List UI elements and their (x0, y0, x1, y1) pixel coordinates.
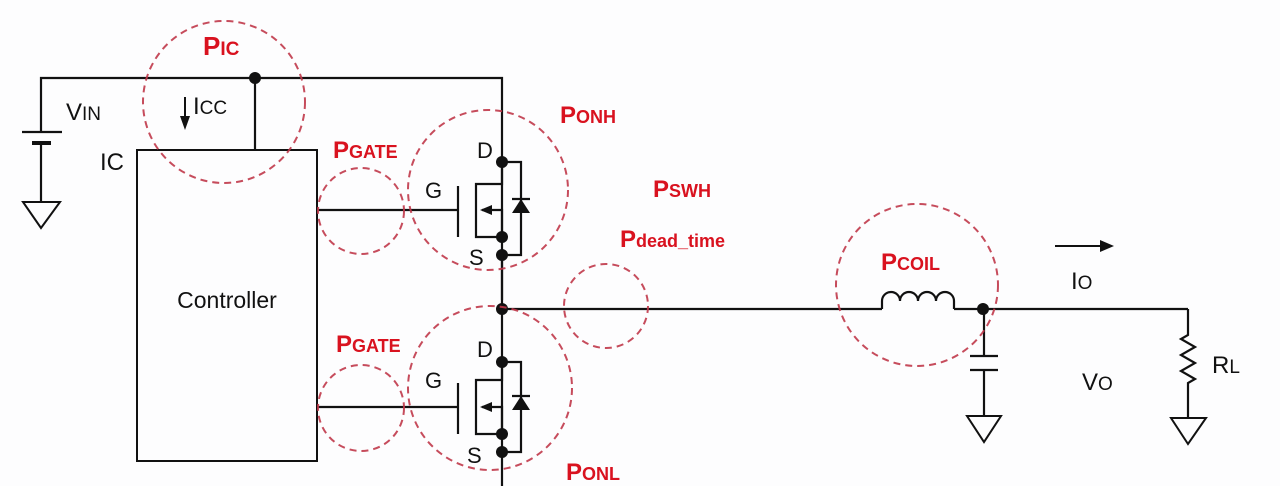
vo-label: VO (1082, 369, 1113, 396)
icc-arrow-icon (180, 116, 190, 130)
junction-dot (249, 72, 261, 84)
vin-source: VIN (21, 76, 504, 300)
high-side-mosfet: G D S (317, 138, 530, 270)
high-channel (474, 162, 504, 239)
pswh-label: PSWH (653, 176, 711, 203)
controller-ic: IC Controller ICC (100, 72, 318, 462)
pgate-low-label: PGATE (336, 331, 401, 358)
pic-loss-circle (142, 20, 306, 184)
low-source-label: S (467, 443, 482, 468)
ground-icon (965, 415, 1003, 444)
pgate-low-loss-circle (317, 364, 405, 452)
pswh-loss-circle (563, 263, 649, 349)
inductor-icon (880, 290, 956, 309)
high-gate-label: G (425, 178, 442, 203)
output-stage: RL IO VO (502, 240, 1240, 446)
ponl-label: PONL (566, 459, 620, 486)
io-label: IO (1071, 268, 1092, 295)
ground-icon (21, 201, 62, 230)
resistor-icon (1178, 309, 1198, 418)
pic-label: PIC (203, 31, 240, 61)
low-source-dot (496, 428, 508, 440)
high-drain-label: D (477, 138, 493, 163)
low-drain-label: D (477, 337, 493, 362)
low-drain-dot (496, 356, 508, 368)
rl-label: RL (1212, 352, 1240, 379)
ic-label: IC (100, 149, 124, 176)
ponh-label: PONH (560, 102, 616, 129)
ponl-loss-circle (407, 305, 573, 471)
low-side-mosfet: G D S (317, 255, 530, 486)
pdead-time-label: Pdead_time (620, 226, 725, 253)
low-source-dot-2 (496, 446, 508, 458)
pgate-high-loss-circle (317, 167, 405, 255)
icc-label: ICC (193, 93, 227, 120)
controller-label: Controller (177, 287, 277, 313)
pcoil-label: PCOIL (881, 249, 940, 276)
high-drain-dot (496, 156, 508, 168)
high-channel-arrow-icon (480, 205, 492, 215)
io-arrow-icon (1100, 240, 1114, 252)
high-source-label: S (469, 245, 484, 270)
vin-label: VIN (66, 99, 101, 126)
ponh-loss-circle (407, 109, 569, 271)
low-channel (474, 362, 504, 436)
loss-labels: PIC PONH PGATE PSWH Pdead_time PCOIL PGA… (203, 31, 940, 486)
ground-icon (1169, 417, 1208, 446)
pcoil-loss-circle (835, 203, 999, 367)
low-gate-label: G (425, 368, 442, 393)
high-source-dot (496, 231, 508, 243)
pgate-high-label: PGATE (333, 137, 398, 164)
low-channel-arrow-icon (480, 402, 492, 412)
top-rail-wire (39, 76, 504, 300)
loss-circles (142, 20, 999, 471)
low-body-diode-icon (512, 396, 530, 410)
controller-box (136, 149, 318, 462)
high-body-diode-icon (512, 199, 530, 213)
